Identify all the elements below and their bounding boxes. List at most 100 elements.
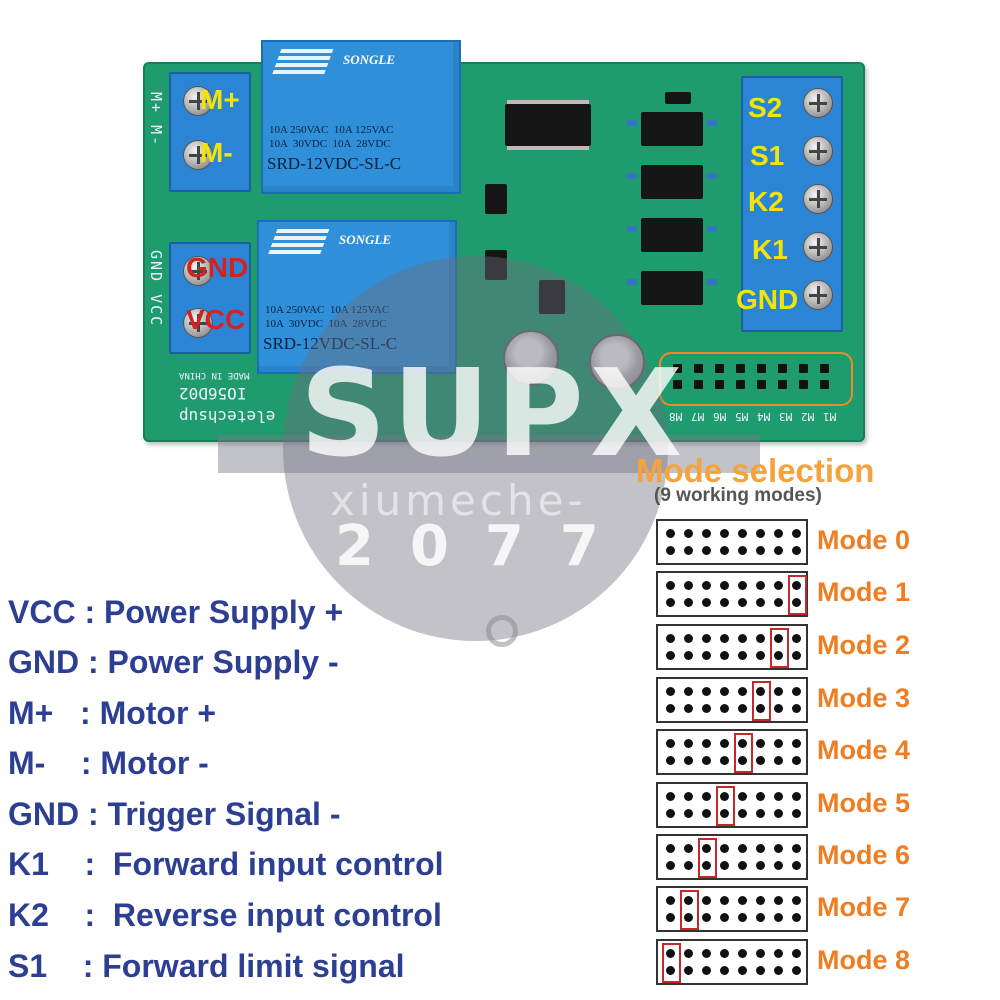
header-pin-dot [702,546,711,555]
label-s2: S2 [748,92,783,123]
legend-desc: Motor - [100,745,209,781]
silk-made-in: MADE IN CHINA [179,370,250,380]
legend-desc: Power Supply - [107,644,339,680]
header-pin-dot [720,546,729,555]
screw-k2 [803,184,833,214]
header-pin-dot [792,687,801,696]
legend-sep: : [79,644,108,680]
header-label: M1 [823,410,837,423]
screw-gnd-signal [803,280,833,310]
header-pin-dot [738,598,747,607]
label-vcc: VCC [186,304,246,335]
header-pin-dot [792,634,801,643]
relay-1: SONGLE 10A 250VAC 10A 125VAC 10A 30VDC 1… [261,40,461,194]
header-pin-dot [738,704,747,713]
header-pin-dot [756,739,765,748]
legend-key: GND [8,796,80,832]
header-pin-dot [720,651,729,660]
header-pin-dot [738,739,747,748]
header-pin-dot [774,966,783,975]
legend-sep: : [48,897,113,933]
legend-key: VCC [8,594,76,630]
header-pin [673,364,682,373]
mode-label: Mode 1 [817,577,911,607]
header-pin-dot [702,896,711,905]
header-pin-dot [792,739,801,748]
header-pin-dot [774,581,783,590]
header-pin-dot [720,896,729,905]
header-pin-dot [720,913,729,922]
label-k1: K1 [752,234,788,265]
header-pin-dot [702,581,711,590]
mode-label: Mode 3 [817,683,911,713]
legend-key: M- [8,745,46,781]
header-pin-dot [792,896,801,905]
header-pin-dot [684,687,693,696]
header-pin-dot [756,529,765,538]
header-pin-dot [756,704,765,713]
header-pin-dot [738,949,747,958]
header-pin-dot [702,809,711,818]
relay-board: M+ M- GND VCC IO56D02 eletechsup MADE IN… [143,40,865,442]
header-pin-dot [684,792,693,801]
header-pin-dot [738,809,747,818]
header-pin-dot [774,913,783,922]
relay-brand: SONGLE [343,52,396,67]
legend-sep: : [45,745,101,781]
header-pin-dot [666,687,675,696]
mode-label: Mode 0 [817,525,911,555]
header-pin-dot [702,529,711,538]
mode-selection-title: Mode selection [636,452,875,489]
header-pin-dot [720,704,729,713]
header-pin [757,380,766,389]
legend-key: GND [8,644,80,680]
header-pin-dot [756,756,765,765]
header-pin-dot [720,966,729,975]
silk-power-terminals: GND VCC [147,250,165,328]
legend-sep: : [75,594,104,630]
header-pin-dot [774,809,783,818]
legend-key: K2 [8,897,49,933]
header-pin [778,364,787,373]
header-pin-dot [666,756,675,765]
header-pin-dot [702,598,711,607]
header-pin [757,364,766,373]
header-pin-dot [684,704,693,713]
header-pin-dot [666,792,675,801]
header-pin-dot [666,529,675,538]
header-pin-dot [702,966,711,975]
mode-label: Mode 2 [817,630,911,660]
opto-pin [627,173,637,179]
relay-2: SONGLE 10A 250VAC 10A 125VAC 10A 30VDC 1… [257,220,457,374]
opto-pin [707,279,717,285]
header-pin-dot [720,809,729,818]
header-pin-dot [666,634,675,643]
header-pin-dot [702,844,711,853]
relay-spec-line1: 10A 250VAC 10A 125VAC [265,304,390,316]
legend-sep: : [53,695,100,731]
header-pin-dot [666,598,675,607]
mode-diagram [656,729,808,775]
mode-diagram [656,834,808,880]
power-terminal-block [169,242,251,354]
header-pin [799,364,808,373]
legend-desc: Trigger Signal - [107,796,341,832]
watermark-number: 2077 [335,514,635,579]
jumper-cap [662,943,681,983]
header-label: M4 [757,410,771,423]
header-pin-dot [684,546,693,555]
header-pin-dot [684,949,693,958]
header-pin-dot [738,529,747,538]
legend-row: M+ : Motor + [8,695,216,732]
relay-spec-line1: 10A 250VAC 10A 125VAC [269,124,394,136]
mode-label: Mode 4 [817,735,911,765]
header-pin-dot [738,756,747,765]
header-pin-dot [756,792,765,801]
header-pin-dot [792,704,801,713]
header-pin-dot [684,913,693,922]
header-pin-dot [666,861,675,870]
header-pin [736,364,745,373]
screw-m-minus [183,140,213,170]
mode-diagram [656,677,808,723]
header-pin-dot [738,966,747,975]
